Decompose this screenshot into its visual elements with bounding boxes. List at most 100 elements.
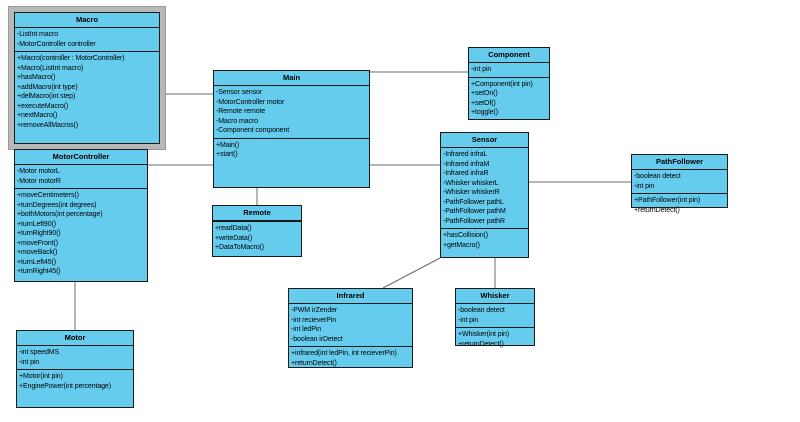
class-operations-infrared: +infrared(int ledPin, int recieverPin) +r…: [289, 347, 412, 370]
class-name-whisker: Whisker: [456, 289, 534, 304]
class-operation: +Macro(controller : MotorController): [17, 55, 125, 62]
uml-class-motorcontroller[interactable]: MotorController-Motor motorL-Motor motor…: [14, 149, 148, 282]
class-name-motorcontroller: MotorController: [15, 150, 147, 165]
class-attributes-pathfollower: -boolean detect -int pin: [632, 170, 727, 194]
class-attribute: -int pin: [458, 316, 479, 324]
class-attribute: -int pin: [471, 66, 492, 73]
class-attribute: -MotorController controller: [17, 40, 96, 48]
association-line-sensor-infrared[interactable]: [382, 257, 441, 289]
class-attribute: -Motor motorL: [17, 168, 60, 175]
class-operation: +returnDetect(): [634, 206, 680, 214]
class-operations-motor: +Motor(int pin)+EnginePower(int percenta…: [17, 370, 133, 393]
uml-class-macro[interactable]: Macro -ListInt macro -MotorController cont…: [14, 12, 160, 144]
class-attribute: -Macro macro: [216, 117, 258, 125]
class-attributes-remote: [213, 221, 301, 222]
class-attributes-macro: -ListInt macro -MotorController controlle…: [15, 28, 159, 52]
class-operation: +EnginePower(int percentage): [19, 382, 111, 390]
class-attribute: -Remote remote: [216, 108, 266, 115]
class-operations-main: +Main() +start(): [214, 139, 369, 162]
class-attribute: -Whisker whiskerR: [443, 189, 500, 196]
class-attribute: -Infrared infraM: [443, 160, 490, 168]
uml-class-remote[interactable]: Remote +readData() +writeData() +DataToMacr…: [212, 205, 302, 257]
class-name-infrared: Infrared: [289, 289, 412, 304]
class-operation: +turnDegrees(int degrees): [17, 201, 97, 209]
class-operation: +infrared(int ledPin, int recieverPin): [291, 350, 397, 357]
class-operation: +toggle(): [471, 109, 498, 116]
uml-class-whisker[interactable]: Whisker -boolean detect -int pin +Whisker(i…: [455, 288, 535, 348]
class-operation: +turnLeft90(): [17, 220, 56, 228]
class-operation: +returnDetect(): [458, 340, 504, 348]
class-operation: +moveCentimeters(): [17, 192, 79, 199]
class-operation: +start(): [216, 151, 238, 158]
class-attribute: -int recieverPin: [291, 316, 337, 324]
class-attribute: -boolean irDetect: [291, 335, 343, 343]
class-operations-macro: +Macro(controller : MotorController) +Mac…: [15, 52, 159, 132]
class-attribute: -Whisker whiskerL: [443, 179, 499, 187]
class-attribute: -PathFollower pathM: [443, 208, 506, 215]
uml-class-pathfollower[interactable]: PathFollower -boolean detect -int pin +Path…: [631, 154, 728, 214]
class-attribute: -Motor motorR: [17, 177, 61, 185]
class-attribute: -Infrared infraR: [443, 170, 489, 177]
class-name-sensor: Sensor: [441, 133, 528, 148]
class-operation: +hasCollision(): [443, 232, 488, 239]
class-operation: +addMacro(int type): [17, 83, 78, 91]
class-attributes-component: -int pin: [469, 63, 549, 78]
class-operations-whisker: +Whisker(int pin) +returnDetect(): [456, 328, 534, 351]
class-attributes-motor: -int speedMS -int pin: [17, 346, 133, 370]
class-operation: +turnRight45(): [17, 268, 61, 275]
class-attribute: -boolean detect: [634, 173, 681, 180]
class-attribute: -MotorController motor: [216, 98, 285, 106]
class-attribute: -Component component: [216, 127, 290, 134]
class-attributes-motorcontroller: -Motor motorL -Motor motorR: [15, 165, 147, 189]
class-operation: +bothMotors(int percentage): [17, 211, 103, 218]
class-name-macro: Macro: [15, 13, 159, 28]
class-operation: +removeAllMacros(): [17, 121, 79, 129]
uml-class-motor[interactable]: Motor -int speedMS -int pin +Motor(int pin)…: [16, 330, 134, 408]
class-operation: +setOn(): [471, 90, 498, 97]
class-operation: +PathFollower(int pin): [634, 197, 701, 204]
class-operation: +delMacro(int step): [17, 93, 76, 100]
uml-class-infrared[interactable]: Infrared-PWM irZender-int recieverPin-in…: [288, 288, 413, 368]
class-attribute: -boolean detect: [458, 307, 505, 314]
class-operation: +hasMacro(): [17, 74, 56, 81]
class-operation: +turnLeft45(): [17, 258, 56, 266]
class-attribute: -int ledPin: [291, 326, 322, 333]
class-name-component: Component: [469, 48, 549, 63]
class-attributes-whisker: -boolean detect -int pin: [456, 304, 534, 328]
class-operations-remote: +readData() +writeData() +DataToMacro(): [213, 222, 301, 255]
class-operations-motorcontroller: +moveCentimeters() +turnDegrees(int degre…: [15, 189, 147, 279]
class-name-remote: Remote: [213, 206, 301, 221]
class-operations-pathfollower: +PathFollower(int pin) +returnDetect(): [632, 194, 727, 217]
class-operation: +executeMacro(): [17, 102, 69, 110]
class-operations-component: +Component(int pin)+setOn()+setOf()+togg…: [469, 78, 549, 120]
uml-class-main[interactable]: Main -Sensor sensor -MotorController motor…: [213, 70, 370, 188]
class-operation: +Whisker(int pin): [458, 331, 510, 338]
class-attribute: -int pin: [634, 182, 655, 190]
class-name-pathfollower: PathFollower: [632, 155, 727, 170]
class-operations-sensor: +hasCollision() +getMacro(): [441, 229, 528, 252]
class-attributes-main: -Sensor sensor -MotorController motor -Rem…: [214, 86, 369, 139]
class-name-motor: Motor: [17, 331, 133, 346]
class-operation: +setOf(): [471, 99, 496, 107]
class-operation: +Macro(ListInt macro): [17, 64, 84, 72]
class-attribute: -Sensor sensor: [216, 89, 263, 96]
class-attribute: -ListInt macro: [17, 31, 59, 38]
class-attribute: -PathFollower pathR: [443, 217, 505, 225]
class-attributes-infrared: -PWM irZender-int recieverPin-int ledPin…: [289, 304, 412, 347]
class-operation: +readData(): [215, 225, 252, 232]
uml-class-component[interactable]: Component-int pin+Component(int pin)+set…: [468, 47, 550, 120]
uml-class-sensor[interactable]: Sensor-Infrared infraL-Infrared infraM-I…: [440, 132, 529, 258]
class-name-main: Main: [214, 71, 369, 86]
class-operation: +moveFront(): [17, 239, 59, 247]
class-operation: +getMacro(): [443, 241, 480, 249]
class-operation: +DataToMacro(): [215, 244, 264, 251]
class-operation: +Main(): [216, 141, 240, 149]
class-operation: +writeData(): [215, 234, 253, 242]
class-attribute: -int pin: [19, 358, 40, 366]
class-attribute: -int speedMS: [19, 349, 60, 356]
class-attribute: -PathFollower pathL: [443, 198, 504, 206]
class-operation: +turnRight90(): [17, 230, 61, 237]
class-operation: +returnDetect(): [291, 359, 337, 367]
class-operation: +moveBack(): [17, 249, 58, 256]
